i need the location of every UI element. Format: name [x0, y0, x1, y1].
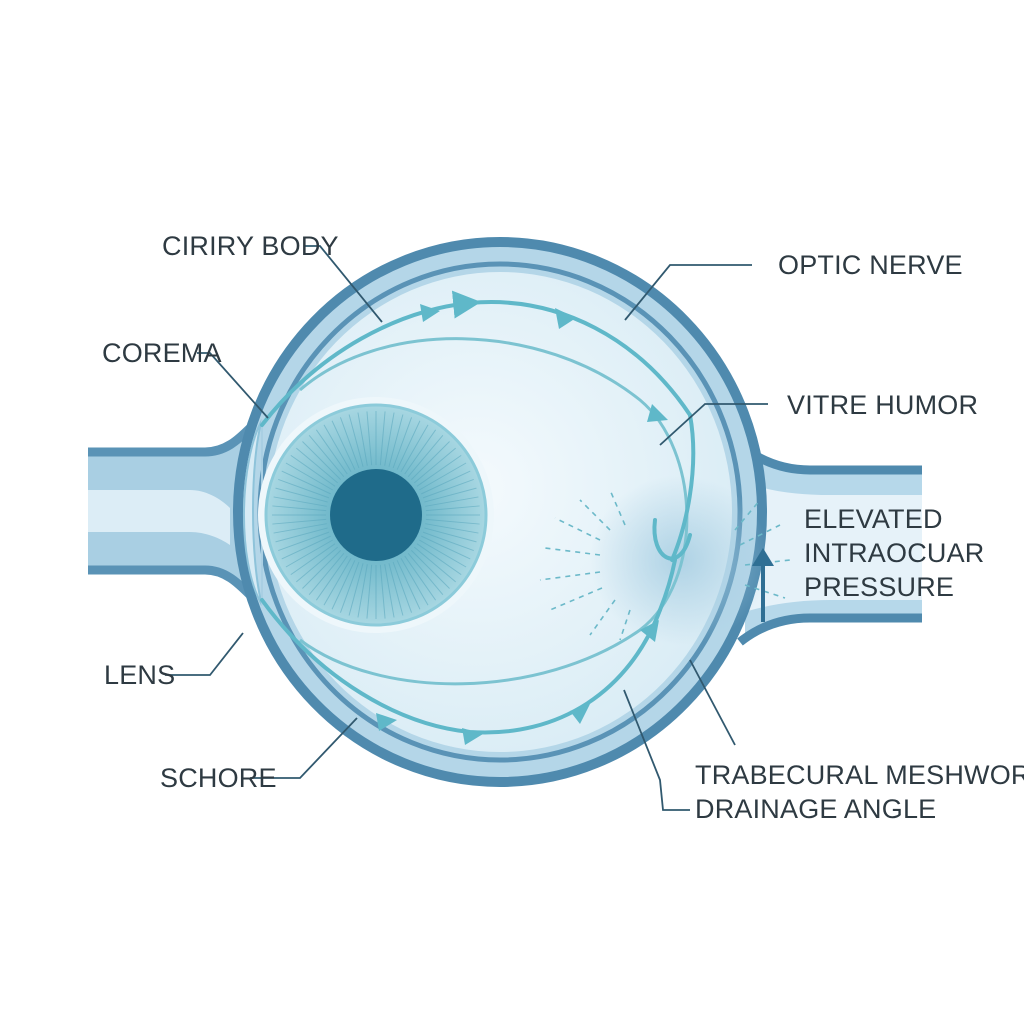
label-trabecular-line1: TRABECURAL MESHWORK — [695, 760, 1024, 790]
iris-striation — [424, 527, 477, 543]
labels: CIRIRY BODY OPTIC NERVE COREMA VITRE HUM… — [102, 231, 1024, 824]
label-vitreous-humor: VITRE HUMOR — [787, 390, 978, 420]
iris-striation — [278, 531, 330, 552]
iris-striation — [285, 462, 333, 491]
iris-striation — [404, 429, 437, 475]
iris — [258, 397, 494, 633]
iris-striation — [272, 518, 327, 525]
iris-striation — [424, 487, 477, 503]
iris-striation — [296, 447, 339, 484]
iris-striation — [413, 546, 456, 583]
label-cornea: COREMA — [102, 338, 222, 368]
label-pressure-line2: INTRAOCUAR — [804, 538, 985, 568]
iris-striation — [366, 411, 373, 466]
iris-striation — [388, 563, 404, 616]
iris-striation — [323, 558, 352, 606]
iris-striation — [425, 496, 479, 507]
iris-striation — [285, 539, 333, 568]
iris-striation — [379, 564, 386, 619]
iris-striation — [407, 552, 444, 595]
iris-striation — [275, 527, 328, 543]
iris-striation — [273, 496, 327, 507]
iris-striation — [366, 564, 373, 619]
label-ciliary-body: CIRIRY BODY — [162, 231, 339, 261]
flow-arrows — [376, 304, 668, 745]
leader-lines — [165, 245, 768, 811]
iris-striation — [331, 560, 356, 610]
iris-striation — [323, 424, 352, 472]
iris-striation — [290, 454, 336, 487]
iris-striation — [421, 535, 471, 560]
iris-striation — [290, 543, 336, 576]
label-lens: LENS — [104, 660, 175, 690]
iris-striation — [273, 523, 327, 534]
iris-striation — [272, 505, 327, 512]
iris-striation — [422, 531, 474, 552]
iris-striation — [315, 429, 348, 475]
iris-striation — [278, 478, 330, 499]
iris-striation — [302, 550, 341, 589]
iris-striation — [411, 441, 450, 480]
iris-striation — [384, 564, 395, 618]
iris-striation — [296, 546, 339, 583]
iris-striation — [339, 561, 360, 613]
iris-striation — [348, 414, 364, 467]
iris-striation — [379, 411, 386, 466]
iris-striation — [392, 561, 413, 613]
iris-striation — [416, 454, 462, 487]
iris-striation — [413, 447, 456, 484]
iris-striation — [339, 417, 360, 469]
iris-striation — [396, 420, 421, 470]
label-optic-nerve: OPTIC NERVE — [778, 250, 963, 280]
iris-striation — [419, 539, 467, 568]
iris-striation — [315, 555, 348, 601]
iris-striation — [302, 441, 341, 480]
iris-striation — [396, 560, 421, 610]
label-pressure-line1: ELEVATED — [804, 504, 943, 534]
iris-striation — [411, 550, 450, 589]
iris-striation — [404, 555, 437, 601]
iris-striation — [407, 435, 444, 478]
iris-striation — [416, 543, 462, 576]
iris-striation — [400, 558, 429, 606]
iris-striation — [348, 563, 364, 616]
iris-striation — [392, 417, 413, 469]
iris-striation — [357, 564, 368, 618]
label-pressure-line3: PRESSURE — [804, 572, 954, 602]
iris-striation — [384, 412, 395, 466]
iris-striation — [308, 552, 345, 595]
iris-striation — [425, 505, 480, 512]
iris-striation — [425, 518, 480, 525]
right-tube — [737, 441, 922, 646]
left-tube — [88, 424, 254, 599]
label-sclera: SCHORE — [160, 763, 277, 793]
iris-striation — [281, 470, 331, 495]
iris-striation — [421, 470, 471, 495]
pressure-glow — [590, 475, 770, 645]
iris-striation — [331, 420, 356, 470]
pressure-arrow-icon — [752, 548, 774, 622]
iris-striation — [422, 478, 474, 499]
iris-striation — [419, 462, 467, 491]
iris-striation — [275, 487, 328, 503]
iris-striation — [400, 424, 429, 472]
iris-striation — [281, 535, 331, 560]
iris-striation — [388, 414, 404, 467]
iris-striation — [308, 435, 345, 478]
label-trabecular-line2: DRAINAGE ANGLE — [695, 794, 936, 824]
iris-striation — [425, 523, 479, 534]
pupil — [330, 469, 422, 561]
iris-striation — [357, 412, 368, 466]
